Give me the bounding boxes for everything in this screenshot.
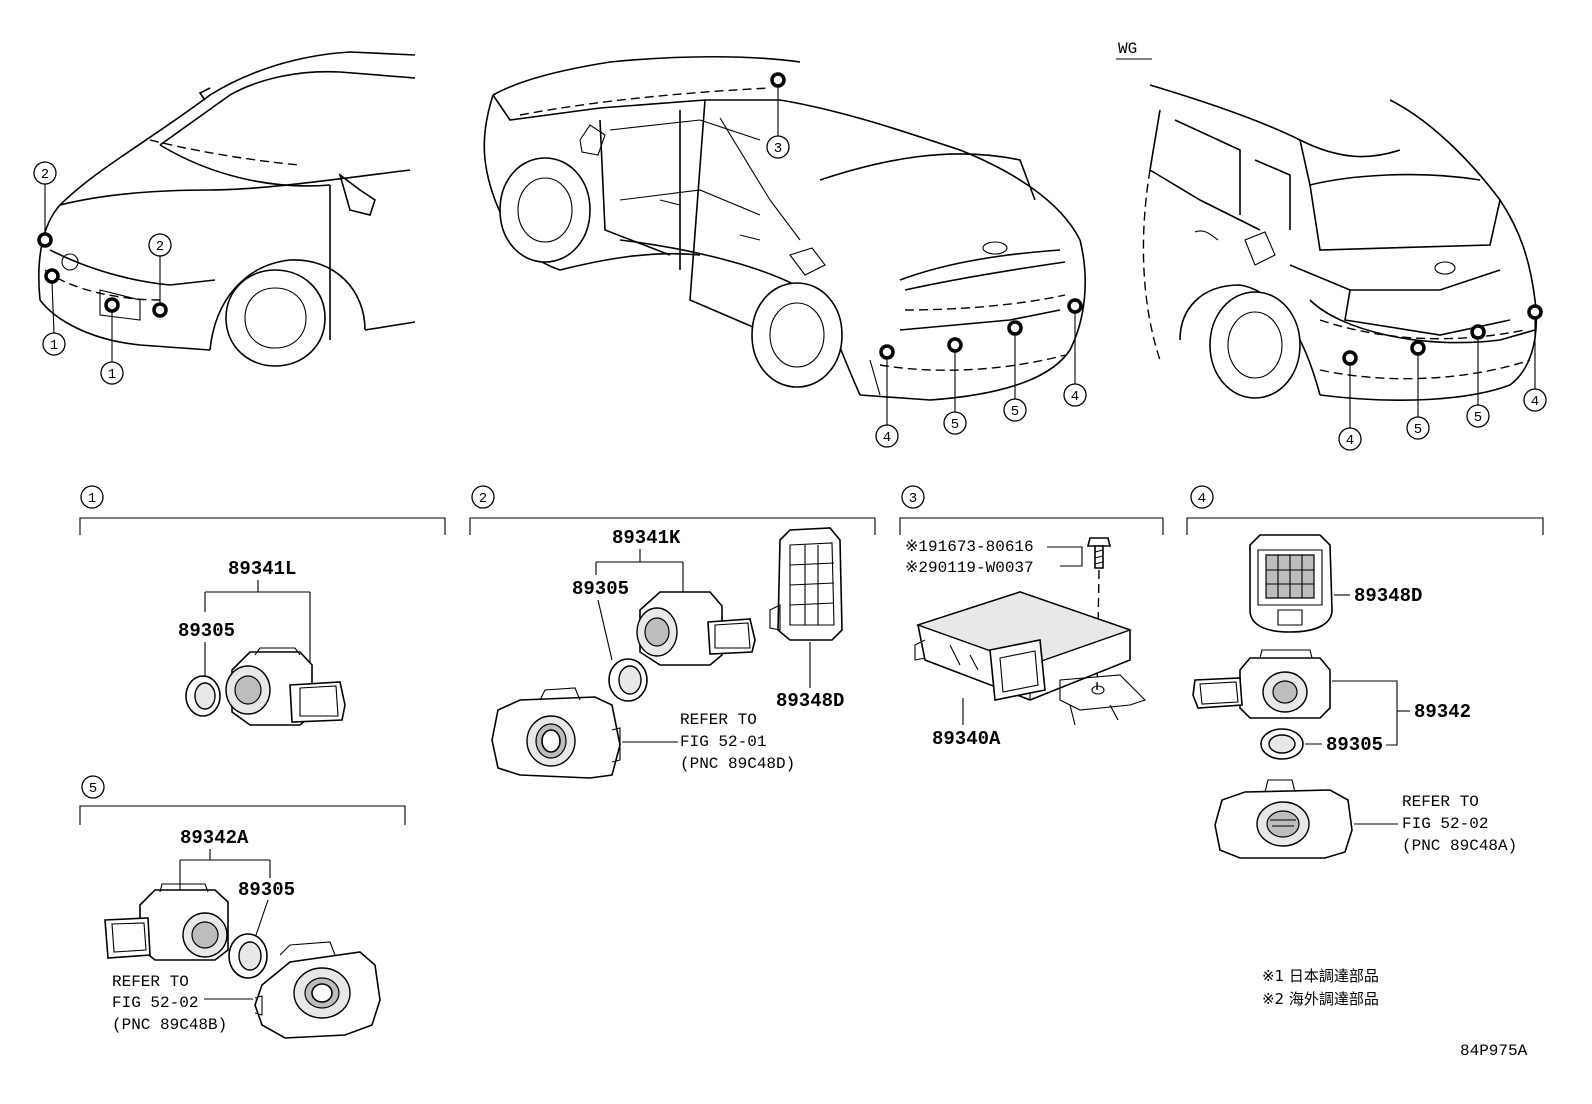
- section-number: 3: [909, 491, 917, 507]
- svg-text:2: 2: [41, 167, 49, 183]
- section-number-badge: [1190, 485, 1214, 509]
- sensor-89342A-drawing: [104, 883, 229, 961]
- section-number-badge: [80, 485, 104, 509]
- callout-4: 4: [875, 424, 899, 448]
- svg-text:1: 1: [50, 338, 58, 354]
- section-number-badge: [901, 485, 925, 509]
- section-number-badge: [471, 485, 495, 509]
- svg-text:4: 4: [1531, 394, 1539, 410]
- refer-figure: FIG 52-02: [112, 994, 198, 1012]
- note-overseas-sourced: ※2 海外調達部品: [1262, 990, 1379, 1008]
- bracket-89348D-drawing: [769, 527, 843, 641]
- callout-2: 2: [33, 161, 57, 185]
- ring-89305-drawing: [1260, 728, 1304, 760]
- part-number-bolt-japan: ※191673-80616: [905, 538, 1034, 556]
- part-number-89342A: 89342A: [180, 827, 249, 849]
- callout-5: 5: [1406, 416, 1430, 440]
- bezel-drawing: [1214, 779, 1353, 859]
- svg-text:4: 4: [883, 430, 891, 446]
- bolt-drawing: [1086, 537, 1112, 569]
- ring-89305-drawing: [185, 675, 221, 717]
- section-bracket: [1186, 517, 1544, 535]
- part-number-89348D: 89348D: [1354, 585, 1422, 607]
- svg-text:4: 4: [1071, 389, 1079, 405]
- svg-text:1: 1: [108, 367, 116, 383]
- refer-pnc: (PNC 89C48B): [112, 1016, 227, 1034]
- refer-figure: FIG 52-01: [680, 733, 766, 751]
- section-bracket: [899, 517, 1164, 535]
- section-bracket: [79, 805, 406, 825]
- svg-text:5: 5: [1474, 410, 1482, 426]
- callout-1: 1: [42, 332, 66, 356]
- section-number: 5: [89, 781, 97, 797]
- refer-figure: FIG 52-02: [1402, 815, 1488, 833]
- part-number-89342: 89342: [1414, 701, 1471, 723]
- svg-text:2: 2: [156, 239, 164, 255]
- section-5: 5 89342A 89305 REFER TO FIG 52-02: [79, 775, 406, 1039]
- callout-4: 4: [1063, 383, 1087, 407]
- part-number-89340A: 89340A: [932, 728, 1001, 750]
- bezel-drawing: [254, 941, 381, 1039]
- svg-text:4: 4: [1346, 433, 1354, 449]
- callout-bubbles: 2 1 1 2 3 4 5 5 4 4 5 5 4: [33, 135, 1547, 451]
- bracket-89348D-drawing: [1249, 534, 1333, 633]
- part-number-89341L: 89341L: [228, 558, 296, 580]
- sensor-89342-drawing: [1192, 649, 1331, 719]
- car-rear-view: [483, 55, 1086, 401]
- part-number-89305: 89305: [178, 620, 235, 642]
- section-bracket: [469, 517, 876, 535]
- refer-to-label: REFER TO: [680, 711, 757, 729]
- refer-to-label: REFER TO: [1402, 793, 1479, 811]
- sensor-89341L-drawing: [225, 647, 346, 726]
- part-number-89341K: 89341K: [612, 527, 681, 549]
- note-japan-sourced: ※1 日本調達部品: [1262, 967, 1379, 985]
- drawing-id: 84P975A: [1460, 1042, 1528, 1060]
- part-number-89305: 89305: [1326, 734, 1383, 756]
- svg-text:5: 5: [1011, 404, 1019, 420]
- car-wagon-view: [1142, 84, 1538, 402]
- section-number: 1: [88, 491, 96, 507]
- bezel-drawing: [491, 687, 621, 779]
- variant-label: WG: [1118, 40, 1137, 58]
- callout-leaders: [44, 86, 1536, 428]
- ring-89305-drawing: [228, 933, 268, 979]
- section-number: 4: [1198, 491, 1206, 507]
- section-number: 2: [479, 491, 487, 507]
- svg-text:5: 5: [1414, 422, 1422, 438]
- svg-text:5: 5: [951, 417, 959, 433]
- callout-3: 3: [766, 135, 790, 159]
- svg-text:3: 3: [774, 141, 782, 157]
- callout-5: 5: [943, 411, 967, 435]
- section-3: 3 ※191673-80616 ※290119-W0037 89340A: [899, 485, 1164, 750]
- callout-5: 5: [1466, 404, 1490, 428]
- callout-5: 5: [1003, 398, 1027, 422]
- refer-pnc: (PNC 89C48A): [1402, 837, 1517, 855]
- ecu-89340A-drawing: [914, 591, 1147, 726]
- part-number-89305: 89305: [238, 879, 295, 901]
- callout-4: 4: [1338, 427, 1362, 451]
- refer-to-label: REFER TO: [112, 973, 189, 991]
- section-4: 4 89348D 89342 89305: [1186, 485, 1544, 859]
- callout-2: 2: [148, 233, 172, 257]
- car-front-view: [38, 51, 416, 367]
- section-1: 1 89341L 89305: [79, 485, 446, 726]
- section-2: 2 89341K 89305 89348D: [469, 485, 876, 779]
- part-number-89305: 89305: [572, 578, 629, 600]
- sensor-89341K-drawing: [636, 591, 756, 666]
- section-bracket: [79, 517, 446, 535]
- callout-4: 4: [1523, 388, 1547, 412]
- ring-89305-drawing: [608, 658, 648, 702]
- refer-pnc: (PNC 89C48D): [680, 755, 795, 773]
- callout-1: 1: [100, 361, 124, 385]
- section-number-badge: [81, 775, 105, 799]
- part-number-89348D: 89348D: [776, 690, 844, 712]
- part-number-bolt-overseas: ※290119-W0037: [905, 559, 1034, 577]
